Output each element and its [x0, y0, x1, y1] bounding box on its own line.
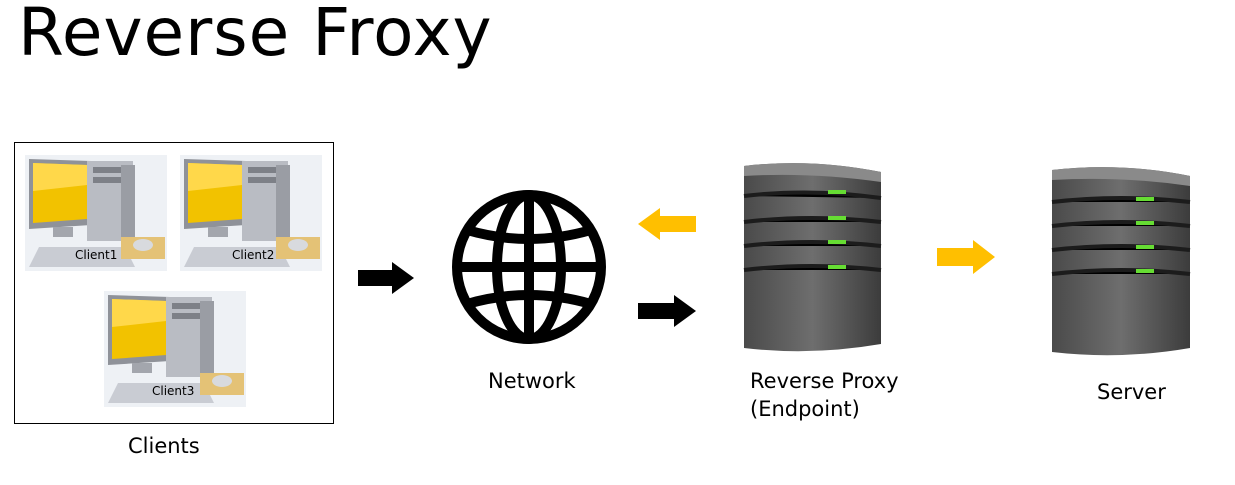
- request-arrow-to-proxy: [638, 295, 696, 327]
- diagram-title: Reverse Froxy: [18, 0, 493, 71]
- computer-icon: [180, 155, 322, 271]
- client-computer-3: Client3: [104, 291, 246, 407]
- proxy-label-line1: Reverse Proxy: [750, 369, 899, 393]
- network-label: Network: [488, 369, 576, 393]
- proxy-server-icon: [743, 163, 882, 352]
- computer-icon: [25, 155, 167, 271]
- client-computer-2: Client2: [180, 155, 322, 271]
- proxy-label-line2: (Endpoint): [750, 397, 860, 421]
- client-label-1: Client1: [75, 248, 118, 262]
- response-arrow-to-network: [638, 208, 696, 240]
- server-label: Server: [1097, 380, 1166, 404]
- client-label-3: Client3: [152, 384, 195, 398]
- forward-arrow-to-server: [937, 240, 995, 274]
- request-arrow-to-network: [358, 262, 414, 294]
- clients-caption: Clients: [128, 434, 200, 458]
- server-icon: [1051, 167, 1191, 356]
- clients-box: Client1 Client2: [14, 142, 334, 424]
- client-label-2: Client2: [232, 248, 275, 262]
- globe-icon: [452, 190, 606, 344]
- computer-icon: [104, 291, 246, 407]
- client-computer-1: Client1: [25, 155, 167, 271]
